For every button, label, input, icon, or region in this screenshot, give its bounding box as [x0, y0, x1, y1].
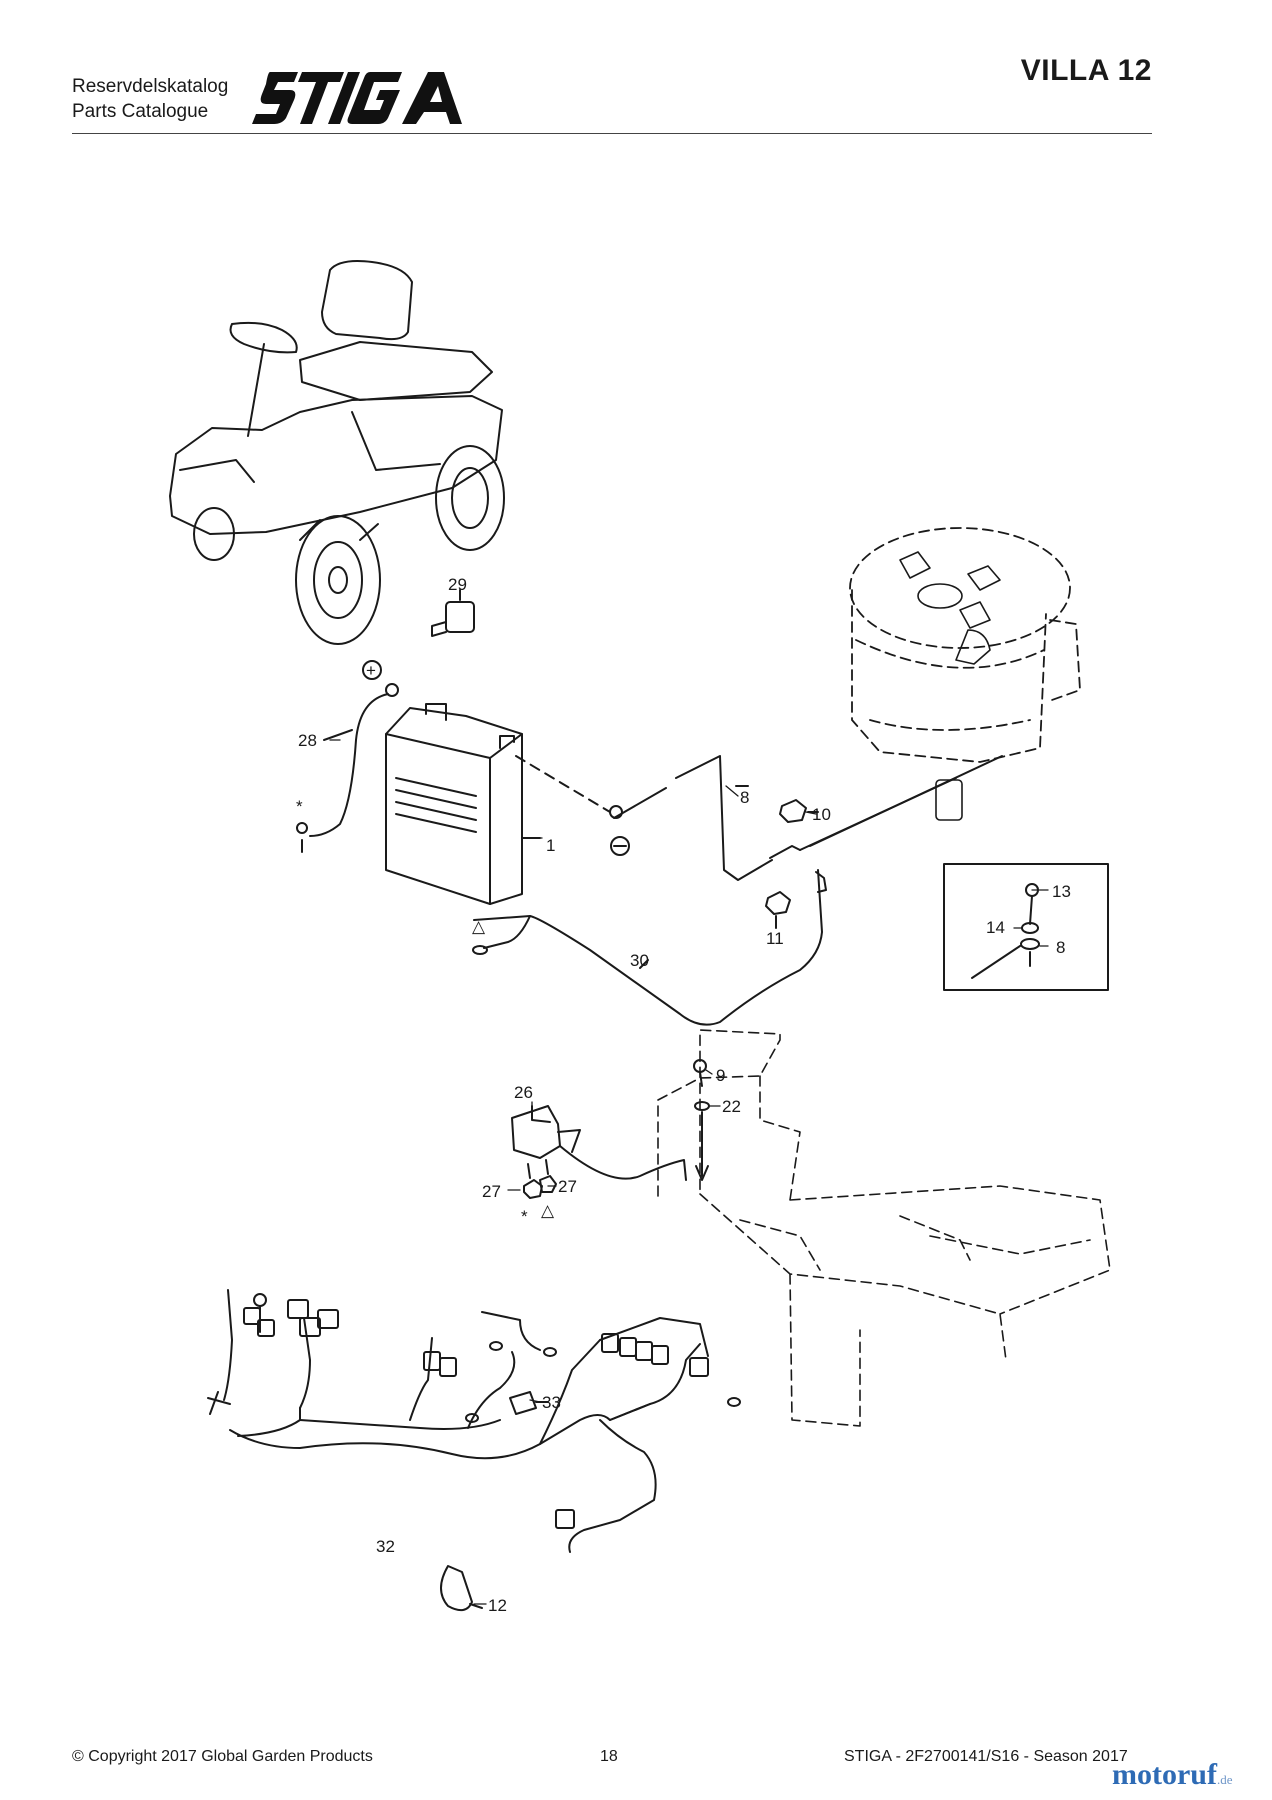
watermark-text: motoruf	[1112, 1758, 1217, 1791]
callout-13: 13	[1052, 882, 1071, 901]
ground-cable-part-30	[472, 869, 827, 1026]
catalog-title-english: Parts Catalogue	[72, 101, 209, 122]
triangle-marker-cable: △	[472, 917, 486, 936]
callout-1: 1	[546, 836, 555, 855]
callout-8: 8	[740, 788, 749, 807]
callout-26: 26	[514, 1083, 533, 1102]
nut-part-27	[523, 1175, 557, 1199]
footer-document-reference: STIGA - 2F2700141/S16 - Season 2017	[844, 1748, 1128, 1765]
callout-22: 22	[722, 1097, 741, 1116]
callout-numbers: 1 8 8 9 10 11 12 13 14 22 26 27 27 28 29…	[298, 575, 1071, 1615]
negative-terminal-symbol: −	[614, 837, 624, 856]
inset-detail	[943, 863, 1109, 991]
nut-part-10	[779, 799, 819, 823]
callout-30: 30	[630, 951, 649, 970]
callout-8-inset: 8	[1056, 938, 1065, 957]
chassis-phantom	[657, 1029, 1111, 1427]
asterisk-marker-battery: *	[296, 797, 303, 816]
callout-leaders	[329, 739, 1049, 1605]
marker-symbols: + − * * △ △	[296, 661, 624, 1226]
callout-9: 9	[716, 1066, 725, 1085]
header-divider	[72, 133, 1152, 134]
callout-11: 11	[766, 929, 784, 948]
engine-details	[899, 551, 1001, 821]
cable-tie-part-12	[440, 1565, 483, 1612]
watermark-suffix: .de	[1216, 1772, 1233, 1787]
catalog-heading: Reservdelskatalog Parts Catalogue	[72, 74, 228, 124]
relay-part-29	[431, 589, 475, 637]
battery-part-1	[385, 703, 541, 905]
callout-29: 29	[448, 575, 467, 594]
stiga-logo	[252, 72, 462, 124]
callout-10: 10	[812, 805, 831, 824]
footer-copyright: © Copyright 2017 Global Garden Products	[72, 1748, 373, 1765]
triangle-marker-switch: △	[541, 1201, 555, 1220]
callout-27-right: 27	[558, 1177, 577, 1196]
positive-terminal-symbol: +	[366, 661, 376, 680]
wiring-harness-part-32	[207, 1289, 741, 1553]
callout-14: 14	[986, 918, 1005, 937]
washer-part-22	[694, 1101, 710, 1181]
watermark: motoruf.de	[1112, 1758, 1233, 1792]
footer-page-number: 18	[600, 1748, 618, 1765]
asterisk-marker-switch: *	[521, 1207, 528, 1226]
callout-32: 32	[376, 1537, 395, 1556]
negative-cable-part-8	[515, 755, 1003, 881]
screw-part-9	[693, 1059, 707, 1087]
callout-27-left: 27	[482, 1182, 501, 1201]
engine-phantom	[849, 527, 1081, 763]
nut-part-11	[765, 891, 791, 929]
model-title: VILLA 12	[1020, 54, 1152, 87]
callout-28: 28	[298, 731, 317, 750]
callout-12: 12	[488, 1596, 507, 1615]
catalog-title-swedish: Reservdelskatalog	[72, 76, 229, 97]
callout-33: 33	[542, 1393, 561, 1412]
switch-part-26	[511, 1105, 687, 1181]
positive-cable-part-28	[296, 660, 399, 853]
mower-illustration	[169, 260, 505, 645]
